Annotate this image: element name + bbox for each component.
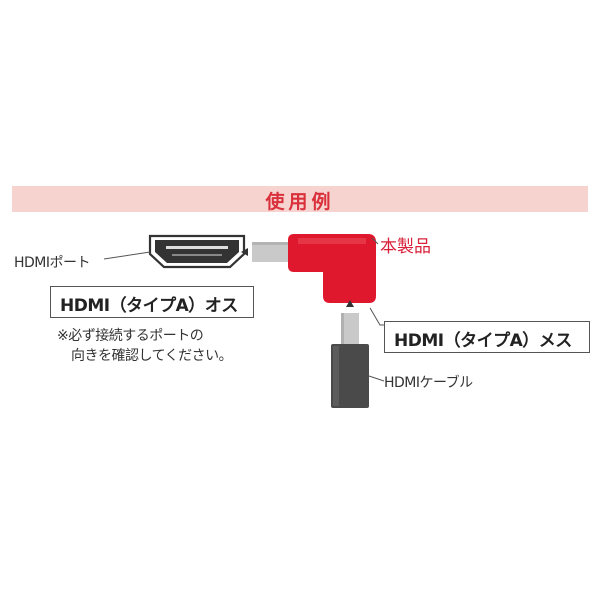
cable-body bbox=[331, 344, 369, 408]
orientation-note: ※必ず接続するポートの 向きを確認してください。 bbox=[57, 326, 233, 366]
port-label: HDMIポート bbox=[14, 255, 91, 271]
section-banner: 使用例 bbox=[12, 186, 588, 213]
adapter-male-plug bbox=[252, 242, 290, 262]
product-leader-line bbox=[371, 237, 379, 245]
insert-arrow-left-icon bbox=[241, 248, 248, 256]
cable-connector bbox=[341, 313, 359, 345]
female-connector-label: HDMI（タイプA）メス bbox=[394, 331, 572, 351]
banner-title: 使用例 bbox=[265, 191, 335, 213]
female-connector-box: HDMI（タイプA）メス bbox=[384, 321, 590, 353]
hdmi-port-icon bbox=[148, 234, 246, 269]
cable-leader-line bbox=[368, 375, 385, 382]
insert-arrow-up-icon bbox=[346, 300, 354, 307]
port-leader-line bbox=[103, 251, 151, 260]
note-line-2: 向きを確認してください。 bbox=[71, 348, 233, 364]
male-connector-label: HDMI（タイプA）オス bbox=[60, 296, 238, 316]
product-label: 本製品 bbox=[380, 237, 431, 257]
note-line-1: ※必ず接続するポートの bbox=[57, 328, 204, 344]
male-connector-box: HDMI（タイプA）オス bbox=[50, 286, 254, 318]
female-leader-line bbox=[369, 307, 384, 326]
cable-label: HDMIケーブル bbox=[384, 375, 473, 391]
adapter-body bbox=[288, 234, 376, 303]
